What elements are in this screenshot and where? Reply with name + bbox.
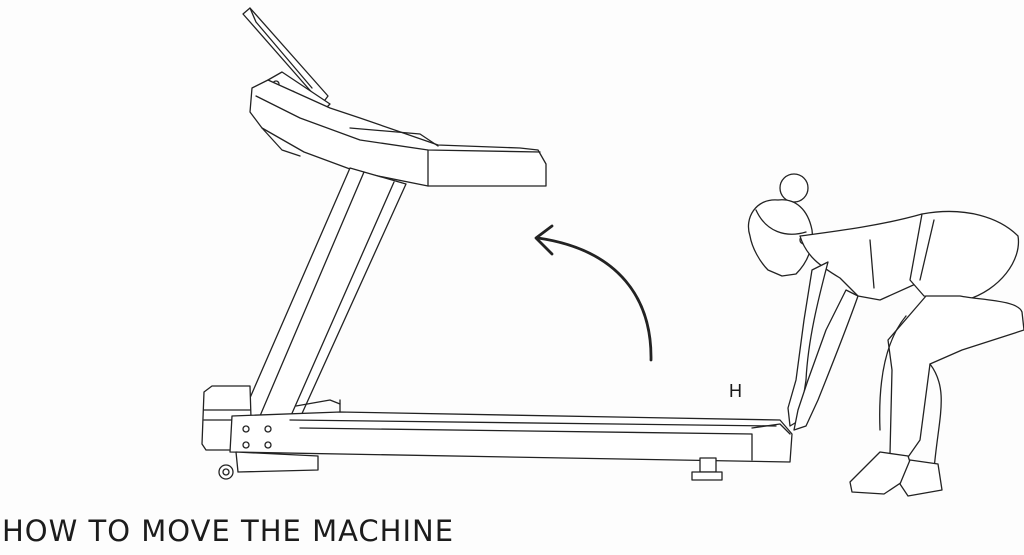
person-lifting-illustration bbox=[747, 173, 1024, 497]
part-label-h: H bbox=[729, 381, 742, 401]
page-title: HOW TO MOVE THE MACHINE bbox=[2, 514, 455, 548]
curved-arrow-icon bbox=[534, 224, 653, 362]
treadmill-illustration bbox=[201, 7, 793, 481]
